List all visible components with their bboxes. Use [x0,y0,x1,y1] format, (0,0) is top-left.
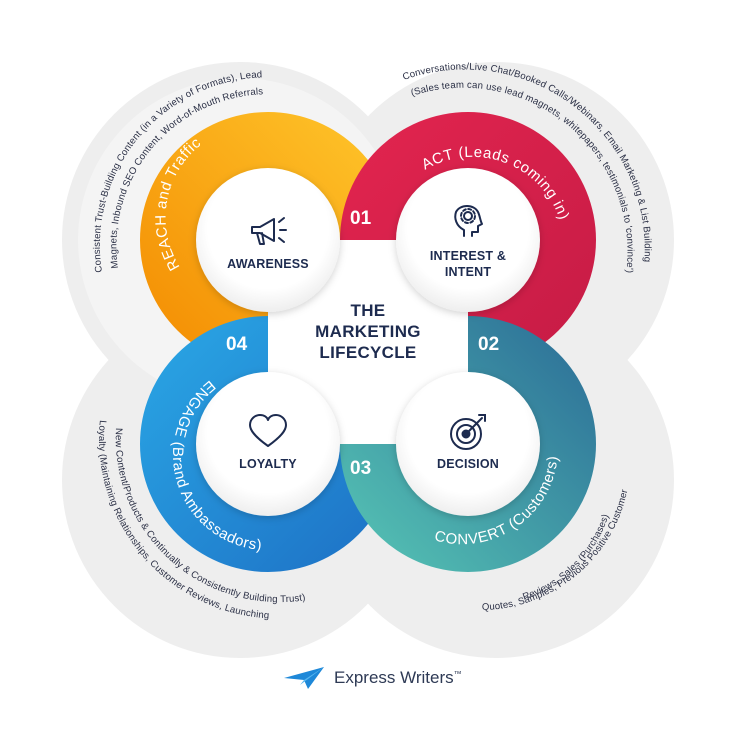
brand-trademark: ™ [453,669,462,679]
center-title-line-3: LIFECYCLE [319,343,417,362]
stage-number-03: 03 [350,458,371,479]
brand-footer: Express Writers™ [282,662,462,694]
stage-label-interest-2: INTENT [445,265,492,279]
brand-name: Express Writers™ [334,668,462,687]
stage-label-loyalty: LOYALTY [239,457,297,471]
stage-label-awareness: AWARENESS [227,257,309,271]
head-gear-icon [454,205,483,237]
megaphone-icon [251,217,287,245]
stage-number-04: 04 [226,334,248,355]
loyalty-circle [196,372,340,516]
target-icon [450,414,486,450]
center-title: THE MARKETING LIFECYCLE [268,300,468,363]
brand-logo-icon [284,667,324,689]
interest-circle [396,168,540,312]
stage-label-decision: DECISION [437,457,499,471]
center-title-line-1: THE [350,301,386,320]
stage-number-01: 01 [350,208,372,229]
heart-icon [249,414,287,447]
decision-circle [396,372,540,516]
awareness-circle [196,168,340,312]
stage-label-interest-1: INTEREST & [430,249,506,263]
center-title-line-2: MARKETING [315,322,421,341]
stage-number-02: 02 [478,334,499,355]
